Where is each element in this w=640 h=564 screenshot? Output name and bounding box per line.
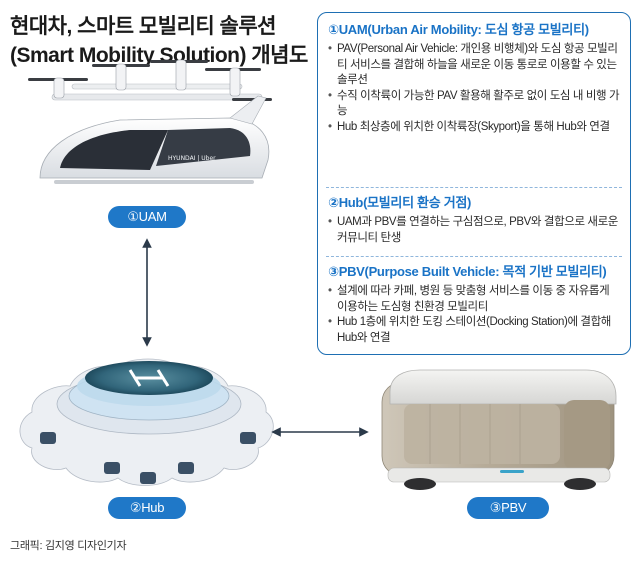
list-item: PAV(Personal Air Vehicle: 개인용 비행체)와 도심 항…: [328, 42, 622, 89]
title-line-2: (Smart Mobility Solution) 개념도: [10, 44, 308, 67]
list-item: Hub 최상층에 위치한 이착륙장(Skyport)을 통해 Hub와 연결: [328, 120, 622, 136]
section-divider: [326, 187, 622, 188]
title-line-1: 현대차, 스마트 모빌리티 솔루션: [10, 15, 277, 38]
section-uam-bullets: PAV(Personal Air Vehicle: 개인용 비행체)와 도심 항…: [328, 42, 622, 135]
uam-livery-text: HYUNDAI | Uber: [168, 155, 216, 162]
section-pbv-bullets: 설계에 따라 카페, 병원 등 맞춤형 서비스를 이동 중 자유롭게 이용하는 …: [328, 284, 622, 346]
hub-structure: [19, 358, 274, 486]
uam-aircraft: HYUNDAI | Uber: [28, 59, 272, 184]
section-hub-heading: ②Hub(모빌리티 환승 거점): [328, 195, 472, 210]
section-uam: ①UAM(Urban Air Mobility: 도심 항공 모빌리티) PAV…: [318, 21, 630, 135]
list-item: UAM과 PBV를 연결하는 구심점으로, PBV와 결합으로 새로운 커뮤니티…: [328, 215, 622, 246]
section-divider: [326, 256, 622, 257]
label-uam: ①UAM: [108, 206, 186, 228]
section-uam-heading: ①UAM(Urban Air Mobility: 도심 항공 모빌리티): [328, 22, 589, 37]
list-item: Hub 1층에 위치한 도킹 스테이션(Docking Station)에 결합…: [328, 315, 622, 346]
label-pbv: ③PBV: [467, 497, 549, 519]
section-hub: ②Hub(모빌리티 환승 거점) UAM과 PBV를 연결하는 구심점으로, P…: [318, 194, 630, 246]
label-hub: ②Hub: [108, 497, 186, 519]
section-hub-bullets: UAM과 PBV를 연결하는 구심점으로, PBV와 결합으로 새로운 커뮤니티…: [328, 215, 622, 246]
description-panel: ①UAM(Urban Air Mobility: 도심 항공 모빌리티) PAV…: [317, 12, 631, 355]
list-item: 설계에 따라 카페, 병원 등 맞춤형 서비스를 이동 중 자유롭게 이용하는 …: [328, 284, 622, 315]
section-pbv-heading: ③PBV(Purpose Built Vehicle: 목적 기반 모빌리티): [328, 264, 607, 279]
section-pbv: ③PBV(Purpose Built Vehicle: 목적 기반 모빌리티) …: [318, 263, 630, 346]
pbv-vehicle: [381, 369, 617, 490]
graphic-credit: 그래픽: 김지영 디자인기자: [10, 540, 127, 552]
diagram-title: 현대차, 스마트 모빌리티 솔루션 (Smart Mobility Soluti…: [10, 12, 310, 70]
list-item: 수직 이착륙이 가능한 PAV 활용해 활주로 없이 도심 내 비행 가능: [328, 89, 622, 120]
